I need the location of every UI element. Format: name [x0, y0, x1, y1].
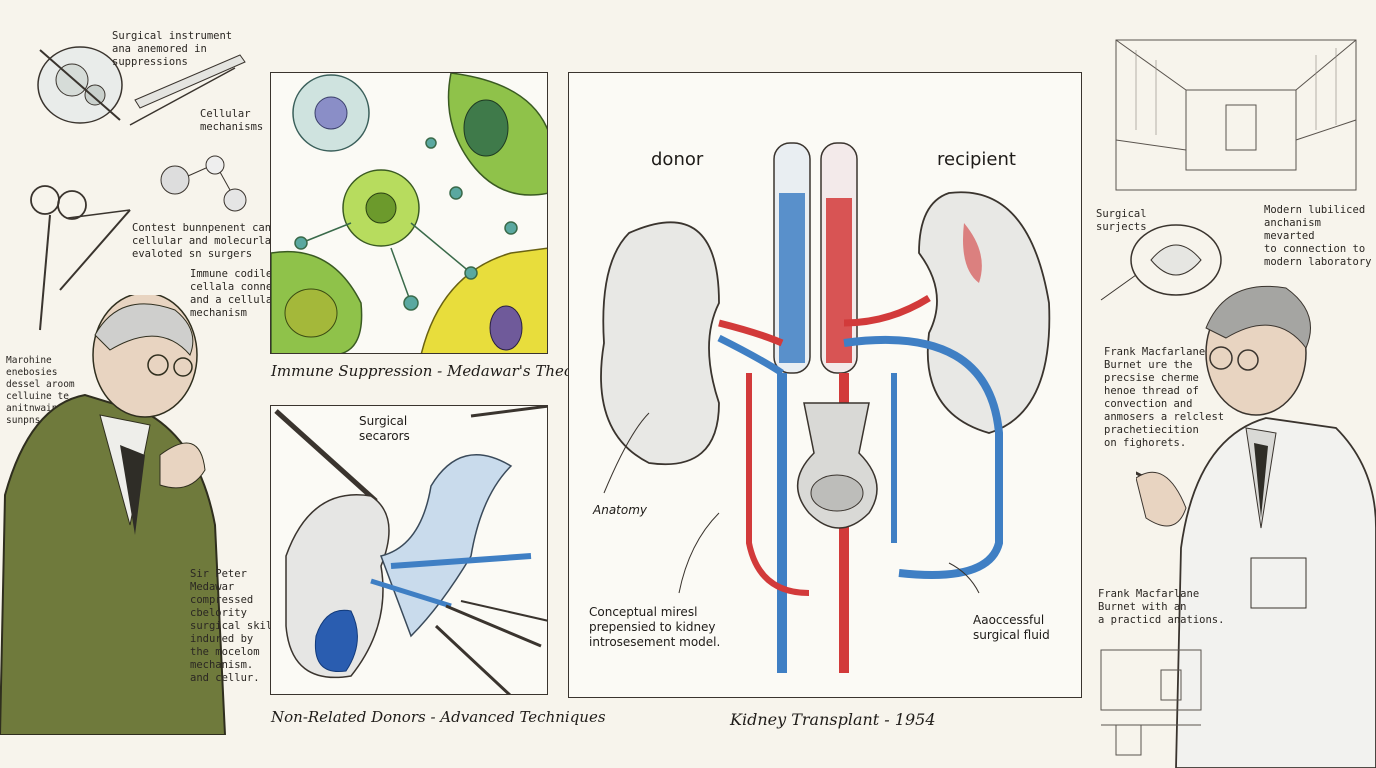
label-conceptual-model: Conceptual miresl prepensied to kidney i…	[589, 605, 721, 649]
label-surgical-fluid: Aaoccessful surgical fluid	[973, 613, 1050, 642]
panel-immune-suppression	[270, 72, 548, 354]
caption-immune-suppression: Immune Suppression - Medawar's Theories	[271, 362, 602, 380]
surgical-kidney-illustration	[274, 406, 547, 694]
label-surgical-secarors: Surgical secarors	[359, 414, 410, 443]
kidney-transplant-diagram	[600, 142, 1051, 673]
lab-bench-sketch	[1100, 649, 1202, 756]
panel-kidney-transplant: donor recipient Anatomy Conceptual mires…	[568, 72, 1082, 698]
burnet-portrait	[1136, 285, 1376, 768]
laboratory-sketch	[1115, 39, 1357, 191]
note-surgical-instrument: Surgical instrument ana anemored in supp…	[112, 30, 233, 68]
note-burnet-practical: Frank Macfarlane Burnet with an a practi…	[1098, 588, 1225, 626]
note-surgical-surjects: Surgical surjects	[1096, 208, 1147, 233]
cell-illustration	[271, 73, 547, 353]
label-anatomy: Anatomy	[593, 503, 648, 517]
caption-kidney-transplant: Kidney Transplant - 1954	[730, 710, 936, 729]
label-donor: donor	[651, 149, 704, 170]
panel-non-related-donors: Surgical secarors	[270, 405, 548, 695]
note-modern-laboratory: Modern lubiliced anchanism mevarted to c…	[1264, 204, 1372, 268]
left-instrument-sketch	[30, 46, 247, 331]
note-cellular-mechanisms: Cellular mechanisms	[200, 108, 264, 133]
label-recipient: recipient	[937, 149, 1016, 170]
medawar-portrait	[0, 295, 227, 735]
note-marohine: Marohine enebosies dessel aroom celluine…	[6, 355, 75, 426]
note-sir-peter-medawar: Sir Peter Medawar compressed cbelority s…	[190, 568, 285, 684]
caption-non-related-donors: Non-Related Donors - Advanced Techniques	[271, 708, 606, 726]
note-burnet-precise: Frank Macfarlane Burnet ure the precsise…	[1104, 346, 1225, 449]
surgical-tool-sketch	[1100, 224, 1222, 301]
